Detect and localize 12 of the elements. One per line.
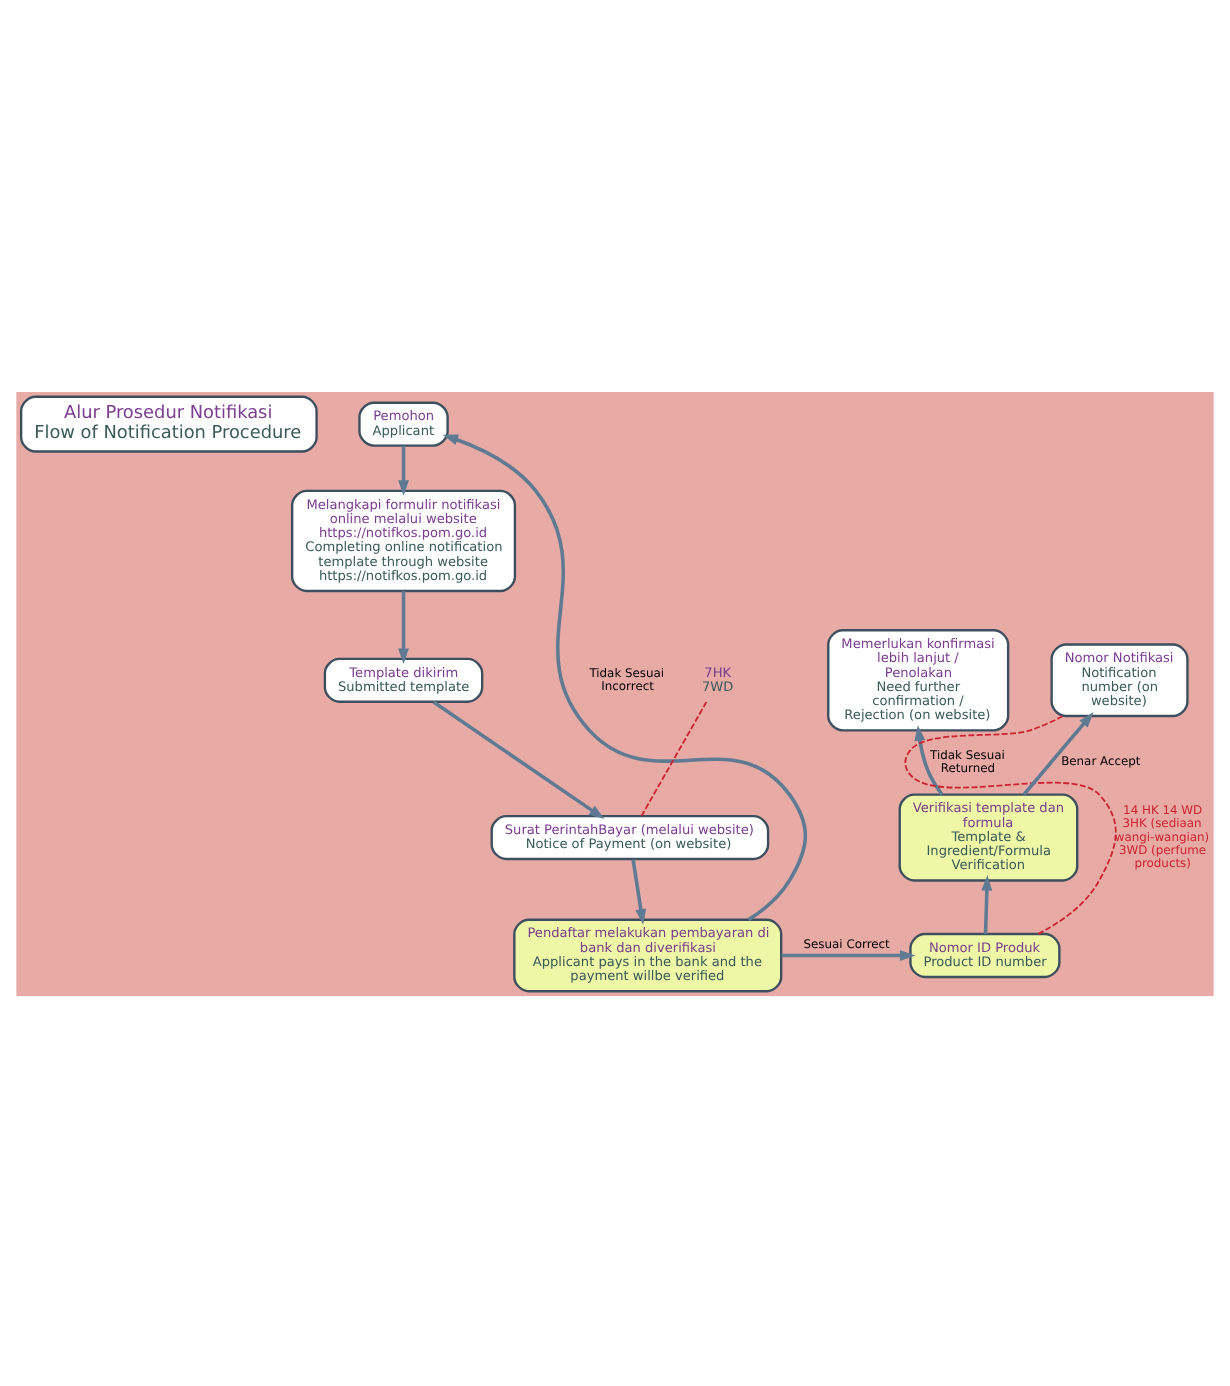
arrow: [781, 949, 916, 960]
connector: [904, 714, 1117, 934]
arrow: [432, 699, 605, 818]
arrow: [1022, 711, 1094, 795]
arrow: [398, 590, 409, 663]
arrow: [981, 874, 993, 934]
arrow: [442, 433, 808, 921]
node-box: Alur Prosedur Notifikasi Flow of Notification Procedure: [19, 394, 318, 452]
arrow: [398, 444, 409, 495]
arrow: [914, 724, 944, 795]
connector: [640, 700, 708, 816]
arrow: [631, 858, 647, 924]
